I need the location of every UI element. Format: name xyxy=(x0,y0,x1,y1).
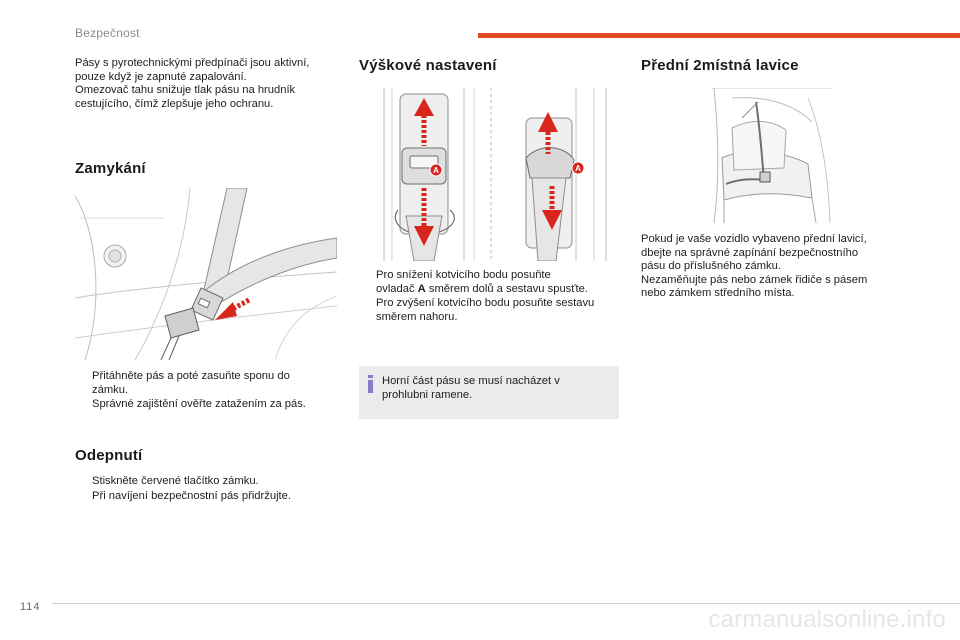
step-text: Přitáhněte pás a poté zasuňte sponu do xyxy=(92,370,290,382)
step-text: ovladač xyxy=(376,282,418,295)
height-adjust-heading: Výškové nastavení xyxy=(359,57,497,74)
control-label-a: A xyxy=(417,282,426,295)
intro-line: pouze když je zapnuté zapalování. xyxy=(75,70,247,83)
info-icon xyxy=(368,375,373,393)
step-text: zámku. xyxy=(92,383,129,396)
note-line: Horní část pásu se musí nacházet v xyxy=(382,375,560,387)
step-text: Stiskněte červené tlačítko zámku. xyxy=(92,475,259,487)
list-item: Pro zvýšení kotvicího bodu posuňte sesta… xyxy=(359,297,621,324)
bench-illustration xyxy=(712,88,832,223)
height-adjust-illustration: A A xyxy=(380,88,610,261)
unlocking-heading: Odepnutí xyxy=(75,447,143,464)
step-text: Správné zajištění ověřte zatažením za pá… xyxy=(92,398,306,411)
unlocking-steps: Stiskněte červené tlačítko zámku. Při na… xyxy=(75,475,345,504)
step-text: Pro zvýšení kotvicího bodu posuňte sesta… xyxy=(376,297,595,310)
bench-heading: Přední 2místná lavice xyxy=(641,57,799,74)
header-accent-rule xyxy=(478,33,960,38)
bench-paragraph: Pokud je vaše vozidlo vybaveno přední la… xyxy=(641,233,911,301)
page-number: 114 xyxy=(20,601,41,613)
step-text: směrem nahoru. xyxy=(376,310,458,323)
footer-rule xyxy=(52,603,960,604)
locking-heading: Zamykání xyxy=(75,160,146,177)
intro-line: cestujícího, čímž zlepšuje jeho ochranu. xyxy=(75,97,274,110)
bench-line: Nezaměňujte pás nebo zámek řidiče s páse… xyxy=(641,273,868,286)
note-box xyxy=(359,366,619,419)
intro-line: Pásy s pyrotechnickými předpínači jsou a… xyxy=(75,57,310,69)
list-item: Správné zajištění ověřte zatažením za pá… xyxy=(75,398,345,412)
bench-line: Pokud je vaše vozidlo vybaveno přední la… xyxy=(641,233,867,245)
callout-label-a: A xyxy=(433,166,439,175)
callout-label-a: A xyxy=(575,164,581,173)
intro-line: Omezovač tahu snižuje tlak pásu na hrudn… xyxy=(75,84,296,97)
intro-paragraph: Pásy s pyrotechnickými předpínači jsou a… xyxy=(75,57,345,111)
note-line: prohlubni ramene. xyxy=(382,388,473,401)
bench-line: dbejte na správné zapínání bezpečnostníh… xyxy=(641,246,859,259)
section-label: Bezpečnost xyxy=(75,26,140,40)
locking-illustration xyxy=(75,188,337,361)
step-text: směrem dolů a sestavu spusťte. xyxy=(425,282,588,295)
note-text: Horní část pásu se musí nacházet v prohl… xyxy=(382,375,607,402)
list-item: Stiskněte červené tlačítko zámku. xyxy=(75,475,345,489)
step-text: Pro snížení kotvicího bodu posuňte xyxy=(376,269,551,281)
list-item: Při navíjení bezpečnostní pás přidržujte… xyxy=(75,490,345,504)
bench-line: pásu do příslušného zámku. xyxy=(641,260,781,273)
step-text: Při navíjení bezpečnostní pás přidržujte… xyxy=(92,489,291,502)
bench-line: nebo zámkem středního místa. xyxy=(641,287,795,300)
watermark: carmanualsonline.info xyxy=(708,606,946,633)
